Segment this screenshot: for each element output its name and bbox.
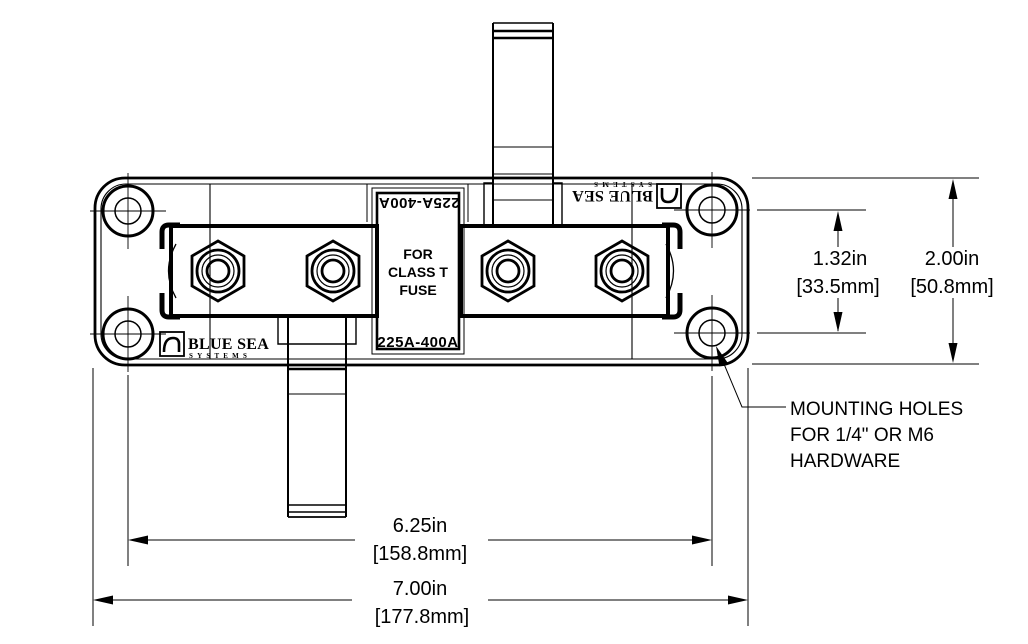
fuse-clips (159, 222, 683, 320)
dim-body-height-in: 2.00in (925, 248, 980, 270)
mounting-hole-bottom-right (674, 295, 750, 371)
dim-hole-spacing-h-mm: [158.8mm] (373, 543, 467, 565)
label-fuse: FUSE (399, 282, 436, 298)
dim-body-width-mm: [177.8mm] (375, 606, 469, 628)
dim-hole-spacing-v-in: 1.32in (813, 248, 868, 270)
label-rating-bottom: 225A-400A (377, 334, 458, 351)
fuse-bottom-terminal (277, 318, 357, 518)
label-for: FOR (403, 246, 433, 262)
dimension-body-width: 7.00in [177.8mm] (92, 368, 749, 628)
bus-bar-right (459, 224, 670, 318)
dimension-hole-spacing-horizontal: 6.25in [158.8mm] (127, 375, 713, 566)
terminal-stud (305, 239, 361, 303)
fuse-rating-label: 225A-400A FOR CLASS T FUSE 225A-400A (371, 187, 465, 355)
bus-bar-left (169, 224, 379, 318)
dim-body-width-in: 7.00in (393, 578, 448, 600)
fuse-top-terminal (483, 22, 563, 224)
label-class-t: CLASS T (388, 264, 448, 280)
brand-name: BLUE SEA (572, 187, 653, 204)
blue-sea-wave-icon (162, 336, 181, 353)
dimension-hole-spacing-vertical: 1.32in [33.5mm] (757, 209, 880, 334)
dim-hole-spacing-v-mm: [33.5mm] (796, 276, 879, 298)
note-line1: MOUNTING HOLES (790, 399, 963, 420)
brand-logo-bottom-left: BLUE SEA SYSTEMS (159, 331, 269, 360)
dim-hole-spacing-h-in: 6.25in (393, 515, 448, 537)
dimension-body-height: 2.00in [50.8mm] (752, 177, 994, 365)
brand-name: BLUE SEA (188, 336, 269, 353)
brand-sub: SYSTEMS (189, 352, 251, 360)
dim-body-height-mm: [50.8mm] (910, 276, 993, 298)
note-line3: HARDWARE (790, 451, 900, 472)
mounting-holes-callout: MOUNTING HOLES FOR 1/4" OR M6 HARDWARE (716, 346, 963, 472)
mounting-hole-top-right (674, 172, 750, 248)
blue-sea-wave-icon (660, 187, 679, 204)
brand-logo-top-right-rotated: BLUE SEA SYSTEMS (572, 180, 682, 209)
note-line2: FOR 1/4" OR M6 (790, 425, 934, 446)
mounting-hole-bottom-left (90, 296, 166, 372)
terminal-stud (480, 239, 536, 303)
mounting-hole-top-left (90, 173, 166, 249)
label-rating-top-rotated: 225A-400A (378, 194, 459, 211)
terminal-stud (594, 239, 650, 303)
terminal-stud (190, 239, 246, 303)
brand-sub: SYSTEMS (590, 180, 652, 188)
